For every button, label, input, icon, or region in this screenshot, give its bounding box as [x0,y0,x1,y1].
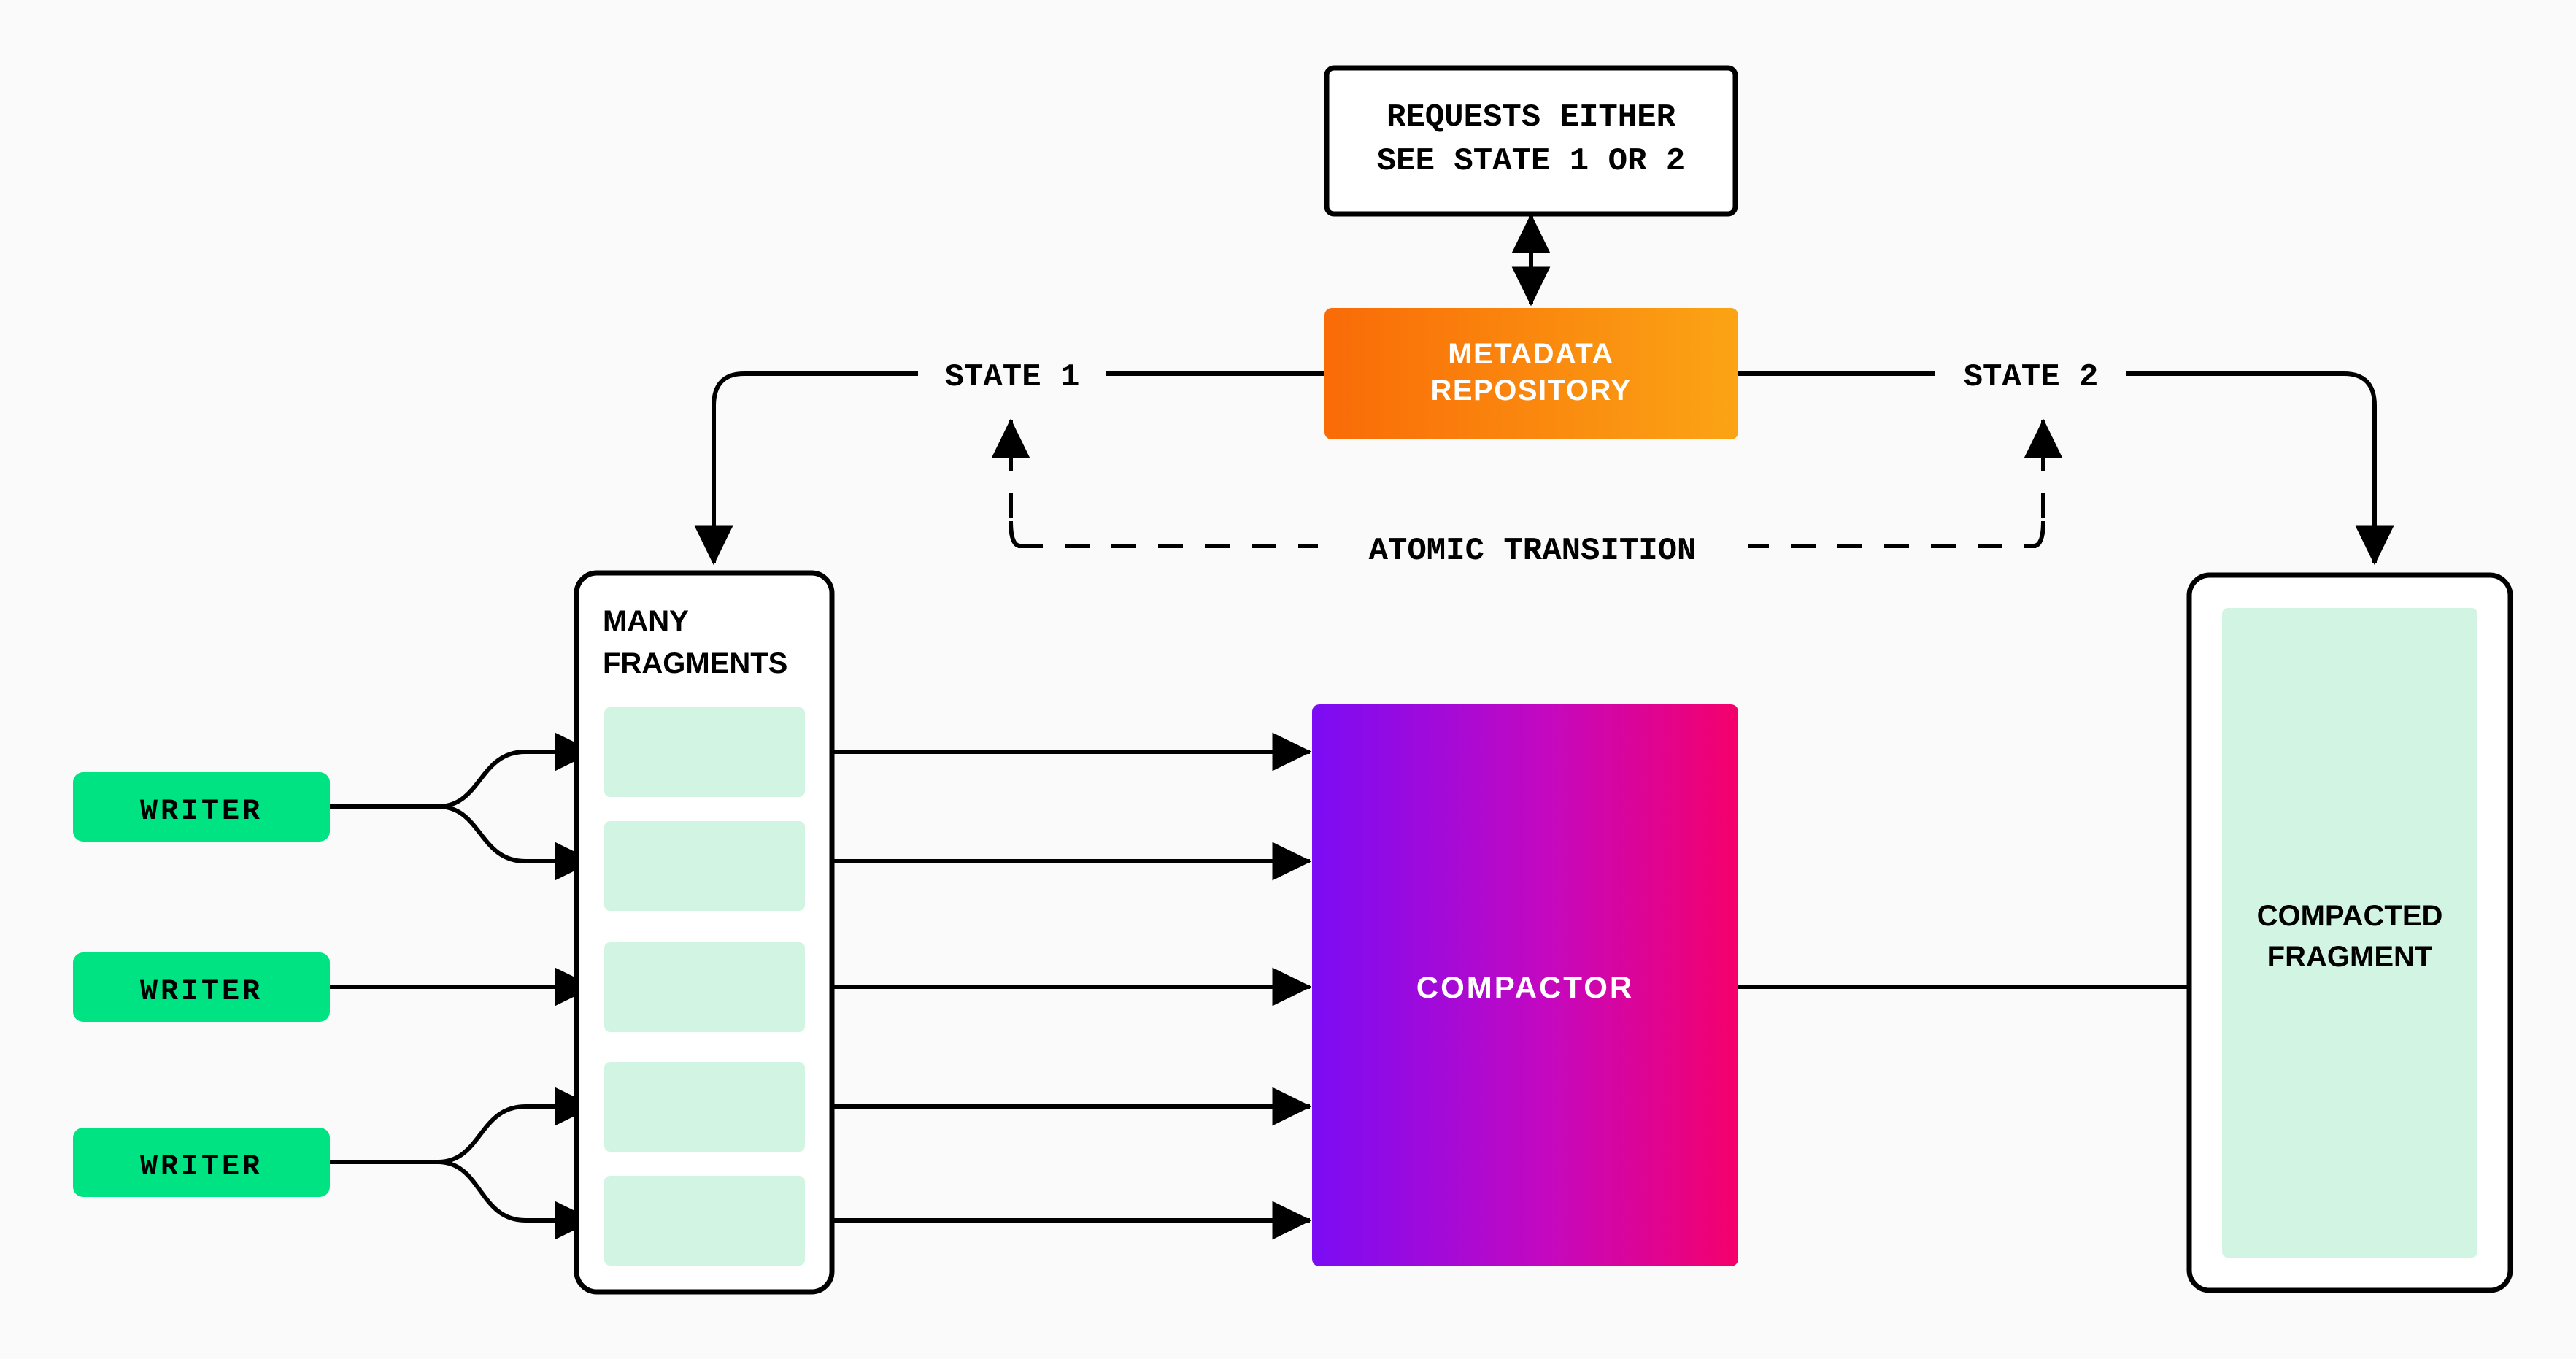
edge-writer3-to-fragment5 [437,1160,595,1240]
edge-state1-to-fragments [694,371,919,566]
many-fragments-line1: MANY [603,605,689,637]
requests-note-line2: SEE STATE 1 OR 2 [1377,143,1685,180]
requests-note-box [1324,65,1738,217]
fragment-tile[interactable] [604,942,805,1032]
state2-label-backdrop [1935,350,2126,396]
atomic-transition-label: ATOMIC TRANSITION [1369,533,1697,569]
state1-label-backdrop [918,350,1106,396]
compacted-fragment-tile[interactable] [2222,608,2477,1258]
edge-atomic-corner-right [2033,520,2045,548]
writer-box[interactable] [73,1128,330,1197]
compactor-box[interactable] [1312,704,1738,1266]
writer-box[interactable] [73,772,330,842]
atomic-transition-backdrop [1318,524,1748,569]
fragment-tile[interactable] [604,821,805,911]
state1-label: STATE 1 [945,359,1080,396]
compacted-fragment-line2: FRAGMENT [2267,941,2433,973]
writer-label: WRITER [140,796,263,828]
fragment-tile[interactable] [604,1176,805,1266]
metadata-repository-line1: METADATA [1448,338,1614,370]
writer-box[interactable] [73,952,330,1022]
fragment-tile[interactable] [604,707,805,797]
fragment-tile[interactable] [604,1062,805,1152]
writer-label: WRITER [140,1151,263,1184]
edge-atomic-corner-left [1009,520,1021,548]
edge-writer1-to-fragment1 [437,732,595,809]
metadata-repository-line2: REPOSITORY [1430,374,1631,407]
requests-note-line1: REQUESTS EITHER [1387,99,1676,136]
state2-label: STATE 2 [1964,359,2099,396]
metadata-repository-box[interactable] [1324,308,1738,439]
edge-writer3-to-fragment4 [437,1087,595,1164]
many-fragments-line2: FRAGMENTS [603,647,787,680]
edge-state2-to-compacted [2124,371,2394,566]
compactor-label: COMPACTOR [1416,970,1634,1004]
edge-writer1-to-fragment2 [437,804,595,881]
writer-label: WRITER [140,976,263,1009]
compacted-fragment-line1: COMPACTED [2257,900,2443,932]
